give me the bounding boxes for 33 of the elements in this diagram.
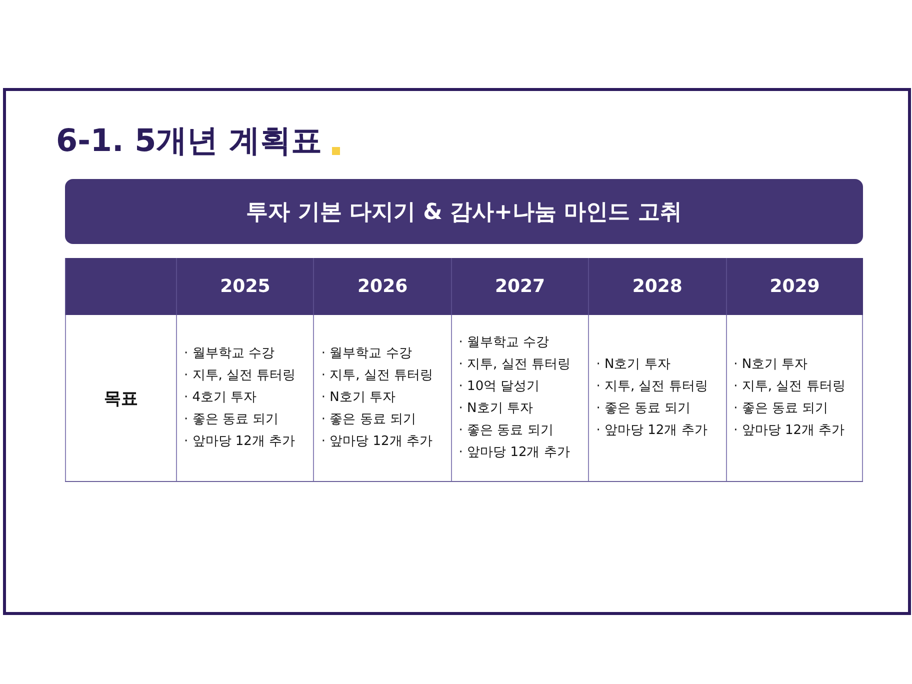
goal-item: · N호기 투자 [321,389,396,407]
goal-item: · 4호기 투자 [184,389,257,407]
goal-item: · 좋은 동료 되기 [458,422,554,440]
goal-item: · 앞마당 12개 추가 [596,422,708,440]
goal-item: · 지투, 실전 튜터링 [321,367,434,385]
year-header: 2026 [358,276,408,297]
goal-item: · 좋은 동료 되기 [321,411,416,429]
goal-item: · 월부학교 수강 [458,334,550,352]
goal-item: · 앞마당 12개 추가 [734,422,845,440]
goal-item: · 지투, 실전 튜터링 [184,367,296,385]
goal-item: · N호기 투자 [458,400,533,418]
row-header: 목표 [104,388,138,410]
title: 6-1. 5개년 계획표 [56,122,322,161]
year-header: 2029 [770,276,820,297]
goal-item: · 앞마당 12개 추가 [184,433,296,451]
goal-item: · 좋은 동료 되기 [734,400,828,418]
goal-item: · 지투, 실전 튜터링 [596,378,708,396]
goal-item: · 지투, 실전 튜터링 [734,378,846,396]
banner [65,179,863,244]
year-header: 2025 [220,276,270,297]
goal-item: · 월부학교 수강 [184,345,274,363]
goal-item: · N호기 투자 [596,356,670,374]
goal-item: · 지투, 실전 튜터링 [458,356,570,374]
goal-item: · 10억 달성기 [458,378,540,396]
goal-item: · 앞마당 12개 추가 [321,433,432,451]
goal-item: · 앞마당 12개 추가 [458,444,570,462]
banner-text: 투자 기본 다지기 & 감사+나눔 마인드 고취 [246,198,682,226]
goal-item: · 좋은 동료 되기 [596,400,691,418]
goal-item: · N호기 투자 [734,356,808,374]
year-header: 2027 [494,276,546,297]
year-header: 2028 [632,276,682,297]
goal-item: · 좋은 동료 되기 [184,411,279,429]
goal-item: · 월부학교 수강 [321,345,412,363]
